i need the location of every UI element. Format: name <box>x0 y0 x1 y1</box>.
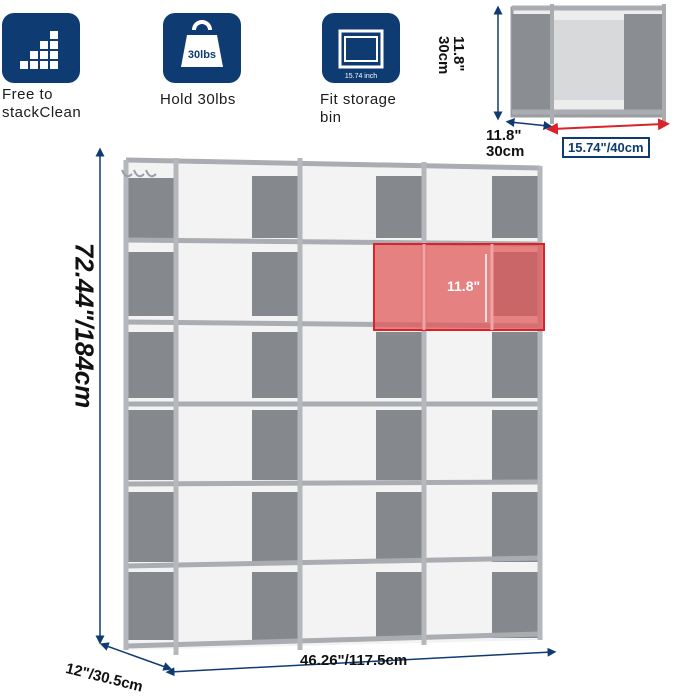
storage-bin-icon-text: 15.74 inch <box>345 73 377 80</box>
shelf-body <box>121 157 543 655</box>
cube-highlight-label: 11.8" <box>447 278 481 294</box>
feature-weight-label: Hold 30lbs <box>160 91 236 108</box>
weight-icon: 30lbs <box>163 13 241 83</box>
stack-blocks-icon <box>2 13 80 83</box>
feature-stack-label: Free to stackClean <box>2 86 82 121</box>
width-arrow <box>165 647 557 677</box>
storage-bin-icon: 15.74 inch <box>322 13 400 83</box>
highlighted-cube <box>373 243 545 331</box>
weight-icon-text: 30lbs <box>188 49 216 61</box>
cube-depth-label: 11.8" 30cm <box>486 127 525 160</box>
hook-icon <box>121 169 157 178</box>
depth-arrow <box>99 642 173 671</box>
height-label: 72.44"/184cm <box>69 242 100 409</box>
feature-storage-label: Fit storage bin <box>320 91 397 126</box>
width-label: 46.26"/117.5cm <box>300 652 408 669</box>
cube-width-label: 15.74"/40cm <box>562 137 650 158</box>
cube-height-label: 11.8" 30cm <box>435 36 467 75</box>
cube-diagram <box>493 4 670 135</box>
